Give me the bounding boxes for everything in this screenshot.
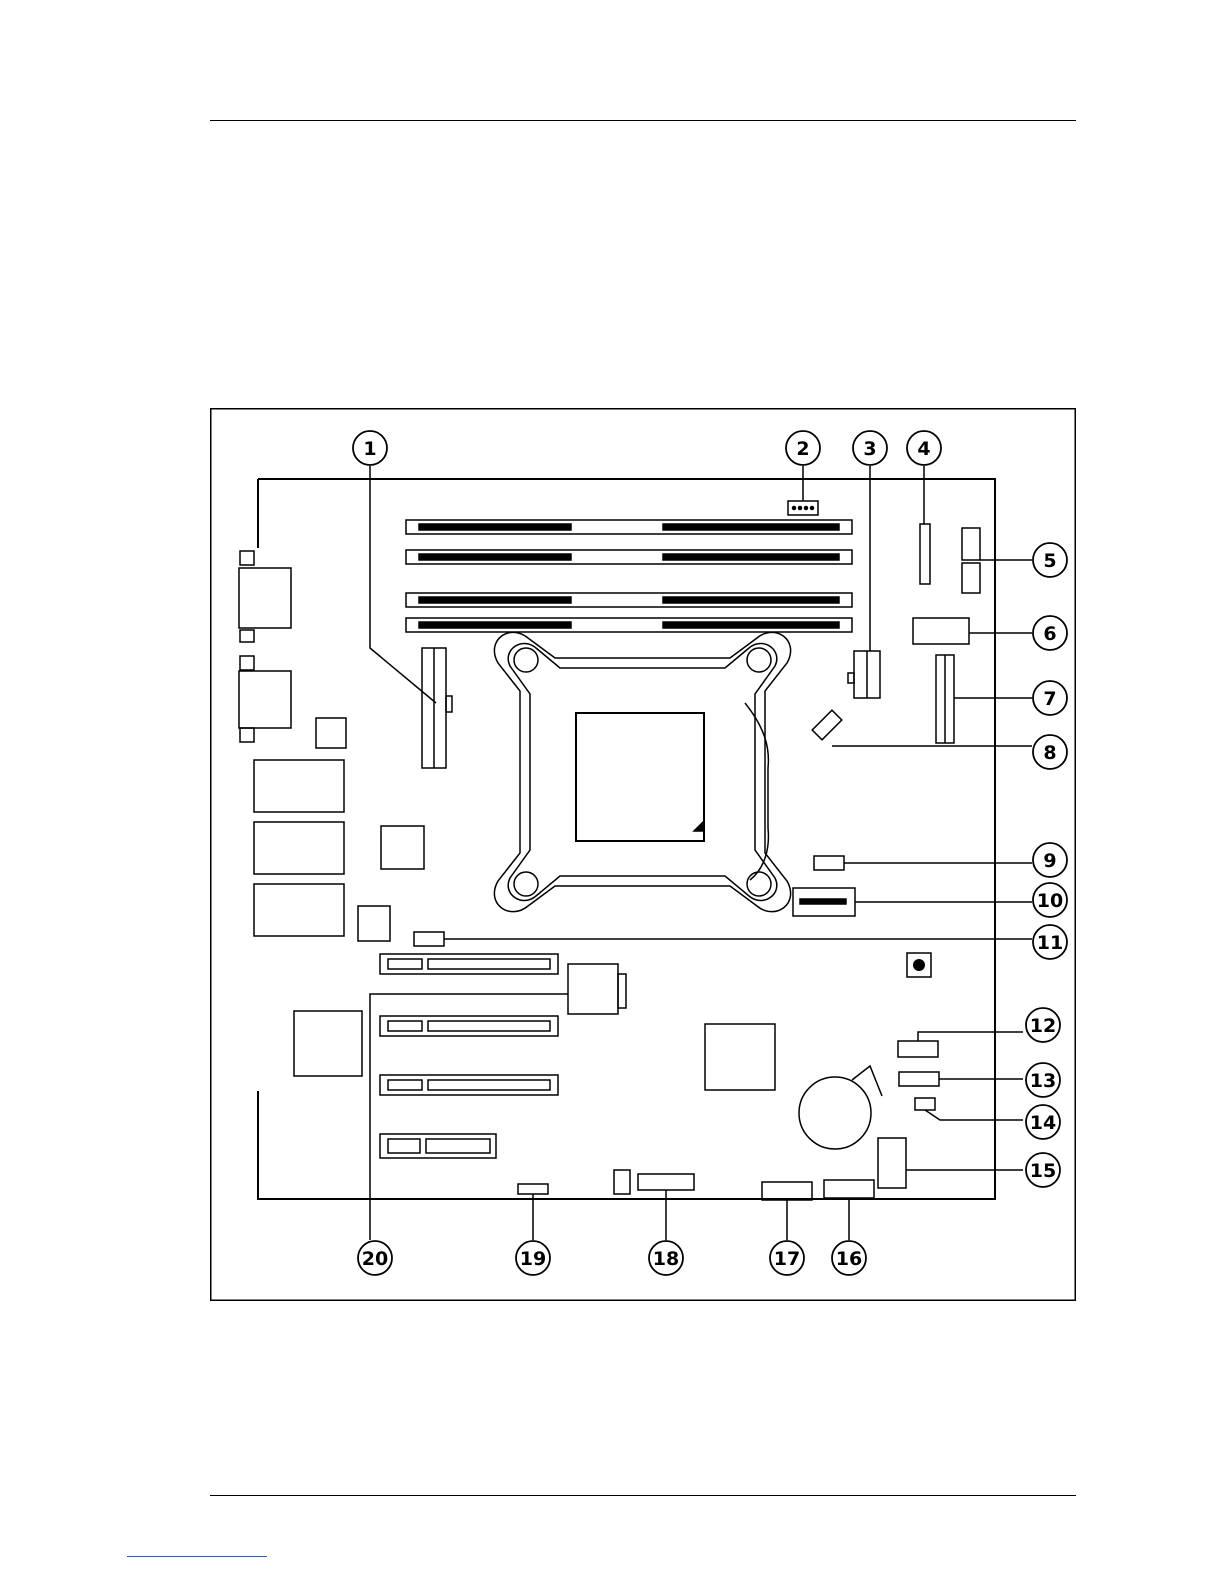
callout-number-4: 4 <box>917 438 930 460</box>
callout-number-11: 11 <box>1037 932 1063 954</box>
callout-number-20: 20 <box>362 1248 388 1270</box>
callout-number-19: 19 <box>520 1248 546 1270</box>
callout-number-5: 5 <box>1043 550 1056 572</box>
chip-small <box>316 718 346 748</box>
headers-12-14 <box>898 1041 939 1110</box>
callout-number-9: 9 <box>1043 850 1056 872</box>
callout-number-7: 7 <box>1043 688 1056 710</box>
callout-number-12: 12 <box>1030 1015 1056 1037</box>
callout-number-6: 6 <box>1043 623 1056 645</box>
footer-link-underline[interactable] <box>127 1556 267 1557</box>
atx-power-connector <box>422 648 452 768</box>
headers-18-19 <box>518 1170 694 1194</box>
callout-number-17: 17 <box>774 1248 800 1270</box>
callout-number-18: 18 <box>653 1248 679 1270</box>
io-port-jack <box>240 551 254 565</box>
usb-lan-block-3 <box>254 884 344 936</box>
io-port-upper <box>239 568 291 628</box>
io-port-jack <box>240 656 254 670</box>
callout-number-2: 2 <box>796 438 809 460</box>
dimm-slots <box>406 520 852 632</box>
header-rule <box>210 120 1076 121</box>
io-port-middle <box>239 671 291 728</box>
connector-8 <box>812 710 842 740</box>
callout-number-15: 15 <box>1030 1160 1056 1182</box>
cpu-socket <box>494 632 790 911</box>
chip-small <box>381 826 424 869</box>
leader-lines <box>370 466 1032 1240</box>
chip-20 <box>568 964 626 1014</box>
sata-16-17 <box>762 1180 874 1200</box>
usb-lan-block-1 <box>254 760 344 812</box>
expansion-slots <box>380 954 558 1158</box>
callout-number-1: 1 <box>363 438 376 460</box>
io-port-jack <box>240 630 254 642</box>
header-4 <box>920 524 930 584</box>
io-port-jack <box>240 728 254 742</box>
callout-number-14: 14 <box>1030 1112 1056 1134</box>
ide-header <box>936 655 954 743</box>
chip-pch <box>705 1024 775 1090</box>
callout-number-13: 13 <box>1030 1070 1056 1092</box>
board-outline <box>258 479 995 1199</box>
connector-5 <box>962 528 980 593</box>
figure-frame <box>211 409 1076 1301</box>
sata-10 <box>793 888 855 916</box>
header-15 <box>878 1138 906 1188</box>
cpu-die <box>576 713 704 841</box>
fan-header-9 <box>814 856 844 870</box>
usb-lan-block-2 <box>254 822 344 874</box>
rear-io-ports <box>239 551 344 936</box>
cmos-battery <box>799 1066 882 1149</box>
footer-rule <box>210 1495 1076 1496</box>
fan-header-11 <box>414 932 444 946</box>
fan-header-2 <box>788 501 818 515</box>
callout-number-3: 3 <box>863 438 876 460</box>
connector-6 <box>913 618 969 644</box>
chips <box>294 718 775 1090</box>
chip-small <box>358 906 390 941</box>
chip-io-controller <box>294 1011 362 1076</box>
callout-number-16: 16 <box>836 1248 862 1270</box>
callout-number-8: 8 <box>1043 742 1056 764</box>
callout-number-10: 10 <box>1037 890 1063 912</box>
jumper-block <box>907 953 931 977</box>
cpu-power-connector <box>848 651 880 698</box>
